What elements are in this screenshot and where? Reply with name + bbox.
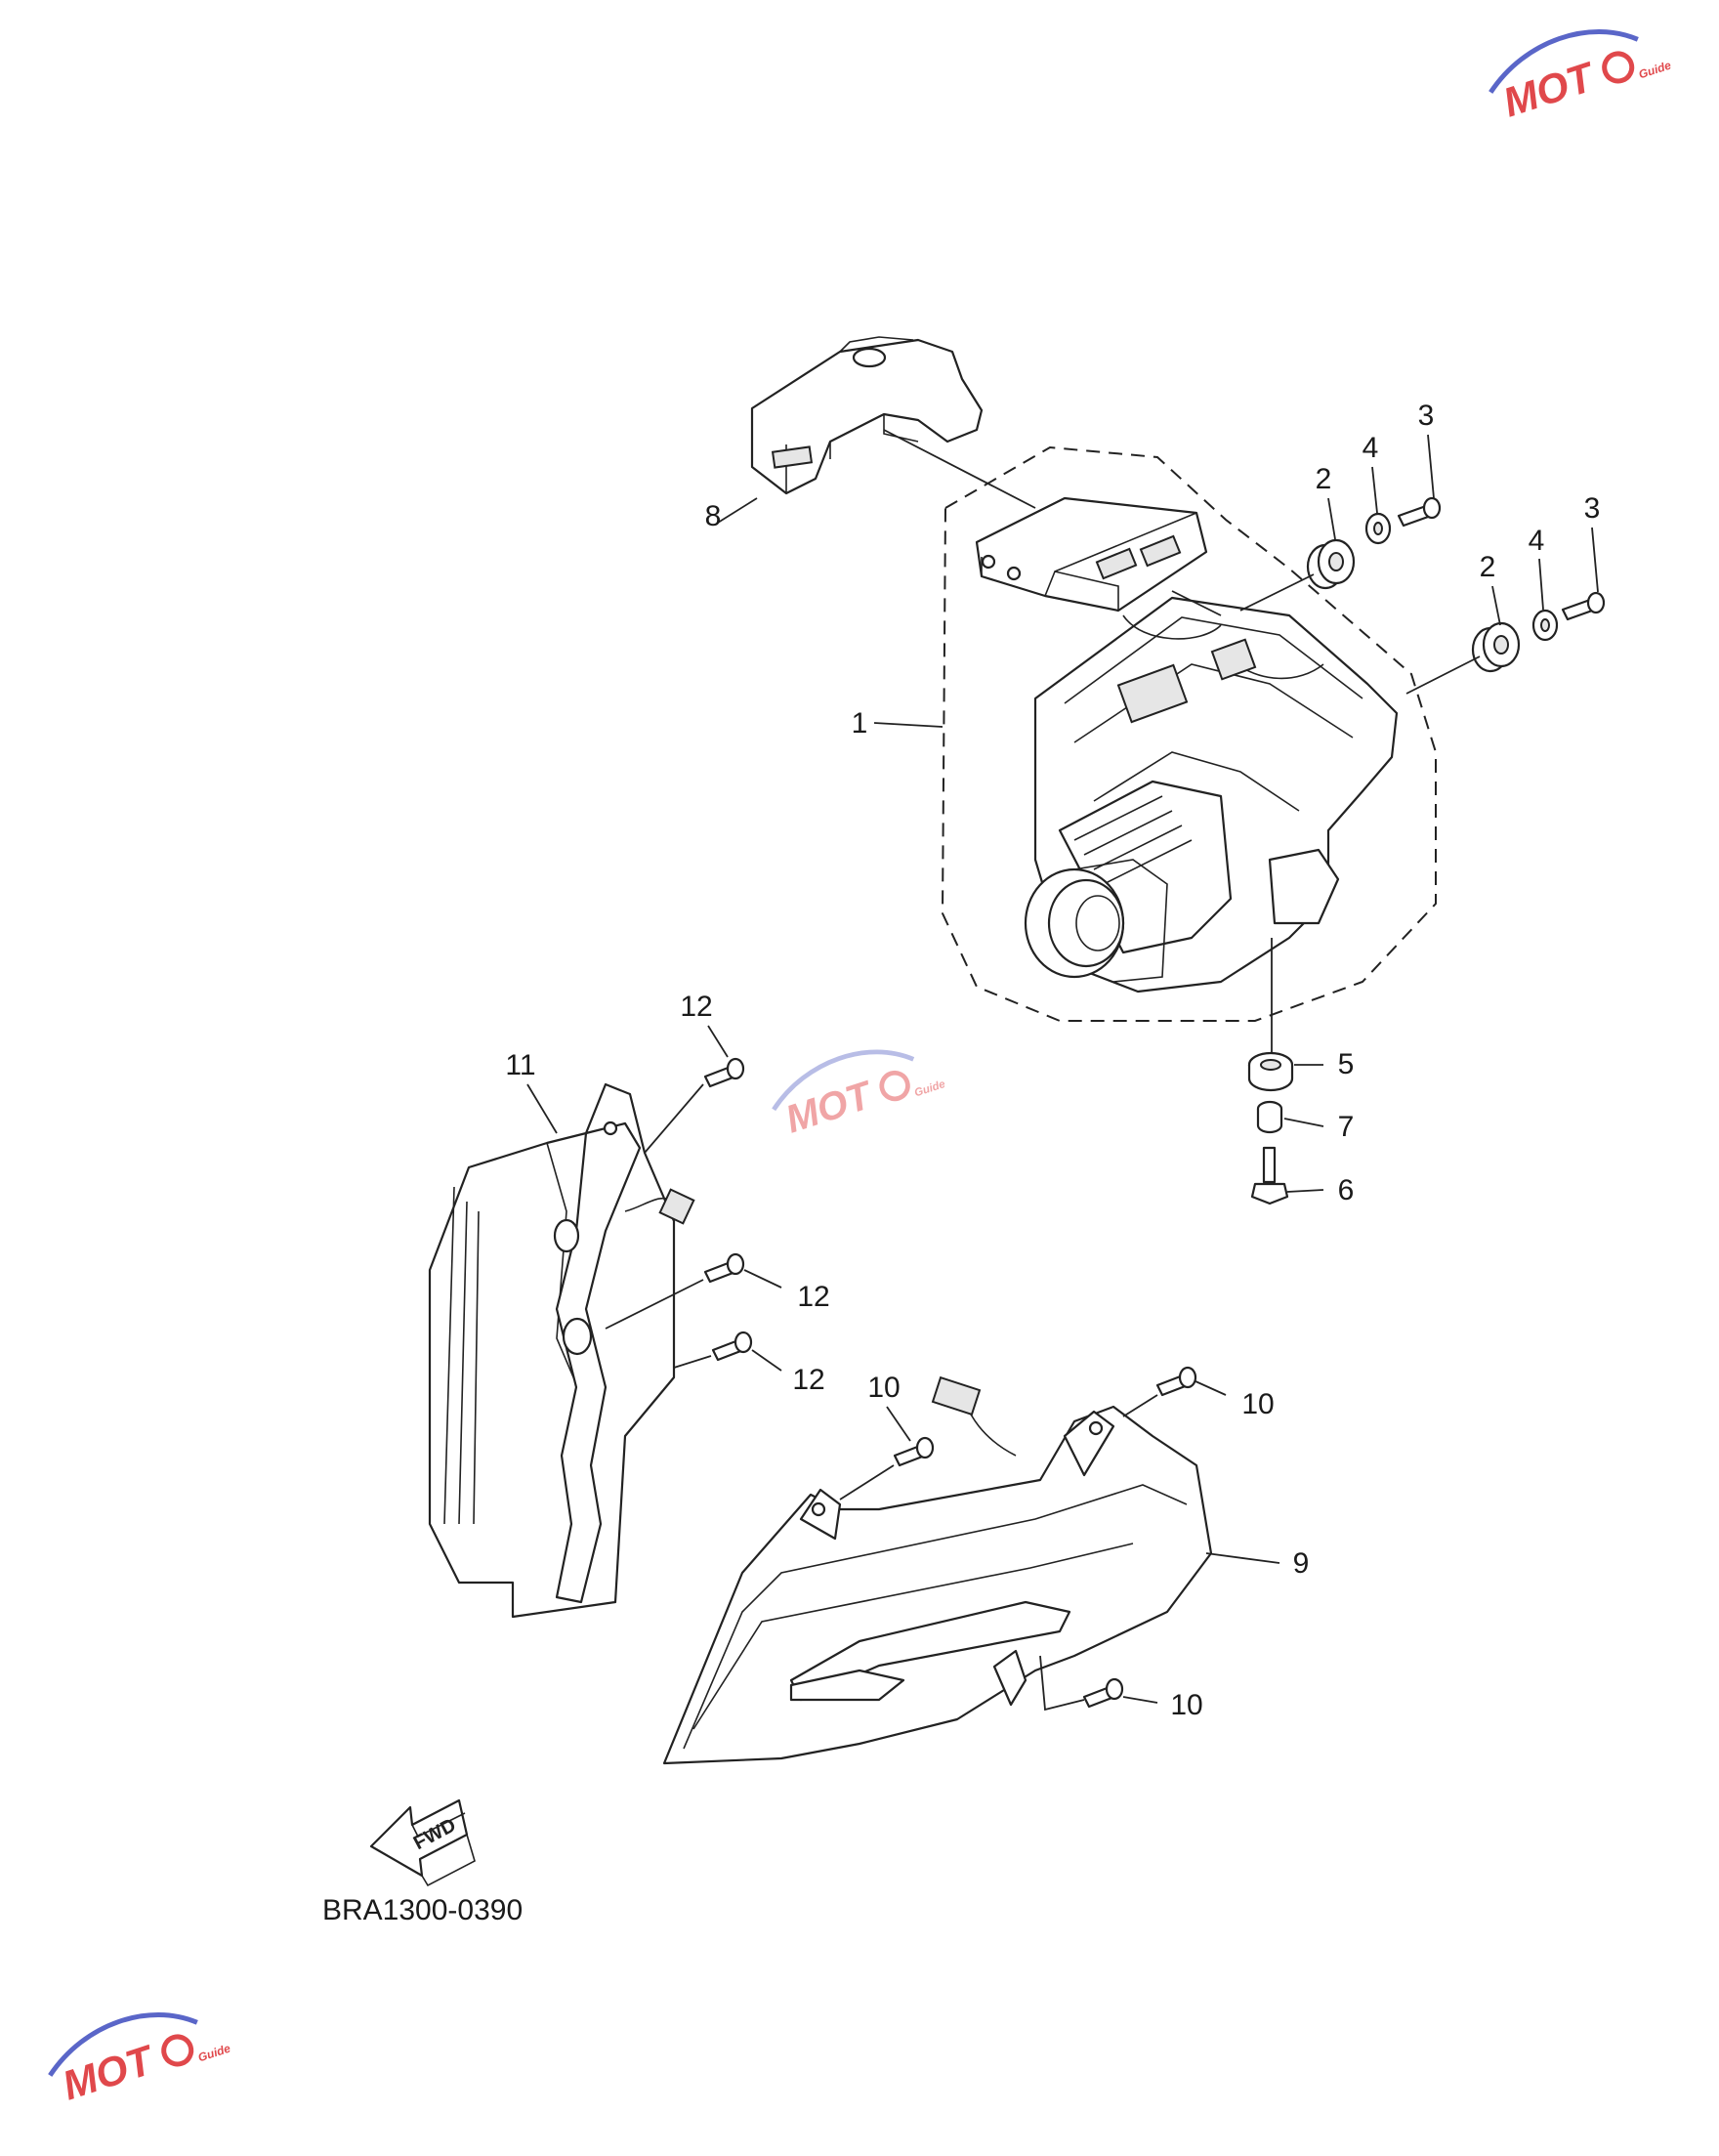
callout-1: 1 — [852, 707, 868, 740]
leader-lines — [526, 429, 1599, 1712]
callout-10: 10 — [1170, 1689, 1202, 1721]
callout-12: 12 — [792, 1364, 824, 1396]
callout-6: 6 — [1338, 1174, 1355, 1206]
part-6-bolt — [1250, 1146, 1289, 1205]
part-12-screw-top — [703, 1057, 745, 1088]
part-7-collar — [1256, 1100, 1283, 1134]
callout-4: 4 — [1529, 525, 1545, 557]
part-10-screw-left — [893, 1436, 935, 1467]
callout-3: 3 — [1418, 400, 1435, 432]
part-3-screw-lower — [1561, 591, 1606, 621]
part-12-screw-middle — [703, 1252, 745, 1284]
callout-11: 11 — [505, 1049, 535, 1081]
diagram-code: BRA1300-0390 — [322, 1894, 523, 1926]
callout-12: 12 — [797, 1281, 829, 1313]
callout-4: 4 — [1363, 432, 1379, 464]
callout-12: 12 — [680, 991, 712, 1023]
part-12-screw-bottom — [711, 1331, 753, 1362]
part-3-screw-upper — [1397, 496, 1442, 528]
callout-8: 8 — [705, 500, 722, 532]
svg-text:Guide: Guide — [913, 1078, 947, 1100]
callout-5: 5 — [1338, 1048, 1355, 1080]
part-9-position-lamp — [662, 1375, 1213, 1765]
part-11-side-lamp — [428, 1082, 695, 1619]
callout-3: 3 — [1584, 492, 1601, 525]
part-2-grommet-lower — [1471, 621, 1521, 673]
part-5-grommet — [1247, 1051, 1294, 1092]
callout-2: 2 — [1480, 551, 1496, 583]
part-10-screw-bottom — [1082, 1677, 1124, 1709]
callout-2: 2 — [1316, 463, 1332, 495]
part-4-washer-lower — [1531, 609, 1559, 642]
callout-7: 7 — [1338, 1111, 1355, 1143]
part-4-washer-upper — [1364, 512, 1392, 545]
part-8-bracket — [750, 336, 984, 495]
callout-9: 9 — [1293, 1547, 1310, 1580]
part-1-group-outline — [941, 445, 1437, 1022]
svg-text:Guide: Guide — [196, 2041, 232, 2064]
part-2-grommet-upper — [1306, 538, 1356, 590]
callout-labels: 1 2 2 3 3 4 4 5 6 7 8 9 10 10 10 11 12 1… — [505, 400, 1600, 1721]
watermark-logo-bottom-left: MOT Guide — [48, 2012, 232, 2109]
part-10-screw-right — [1155, 1366, 1197, 1397]
watermark-logo-center: MOT Guide — [772, 1049, 947, 1142]
watermark-logo-top-right: MOT Guide — [1488, 29, 1673, 126]
callout-10: 10 — [1241, 1388, 1274, 1420]
svg-text:Guide: Guide — [1637, 58, 1673, 81]
fwd-arrow-icon: FWD — [369, 1798, 476, 1887]
part-1-projector-lens — [1024, 859, 1168, 983]
callout-10: 10 — [867, 1372, 900, 1404]
part-1-ecu-box — [975, 496, 1208, 613]
